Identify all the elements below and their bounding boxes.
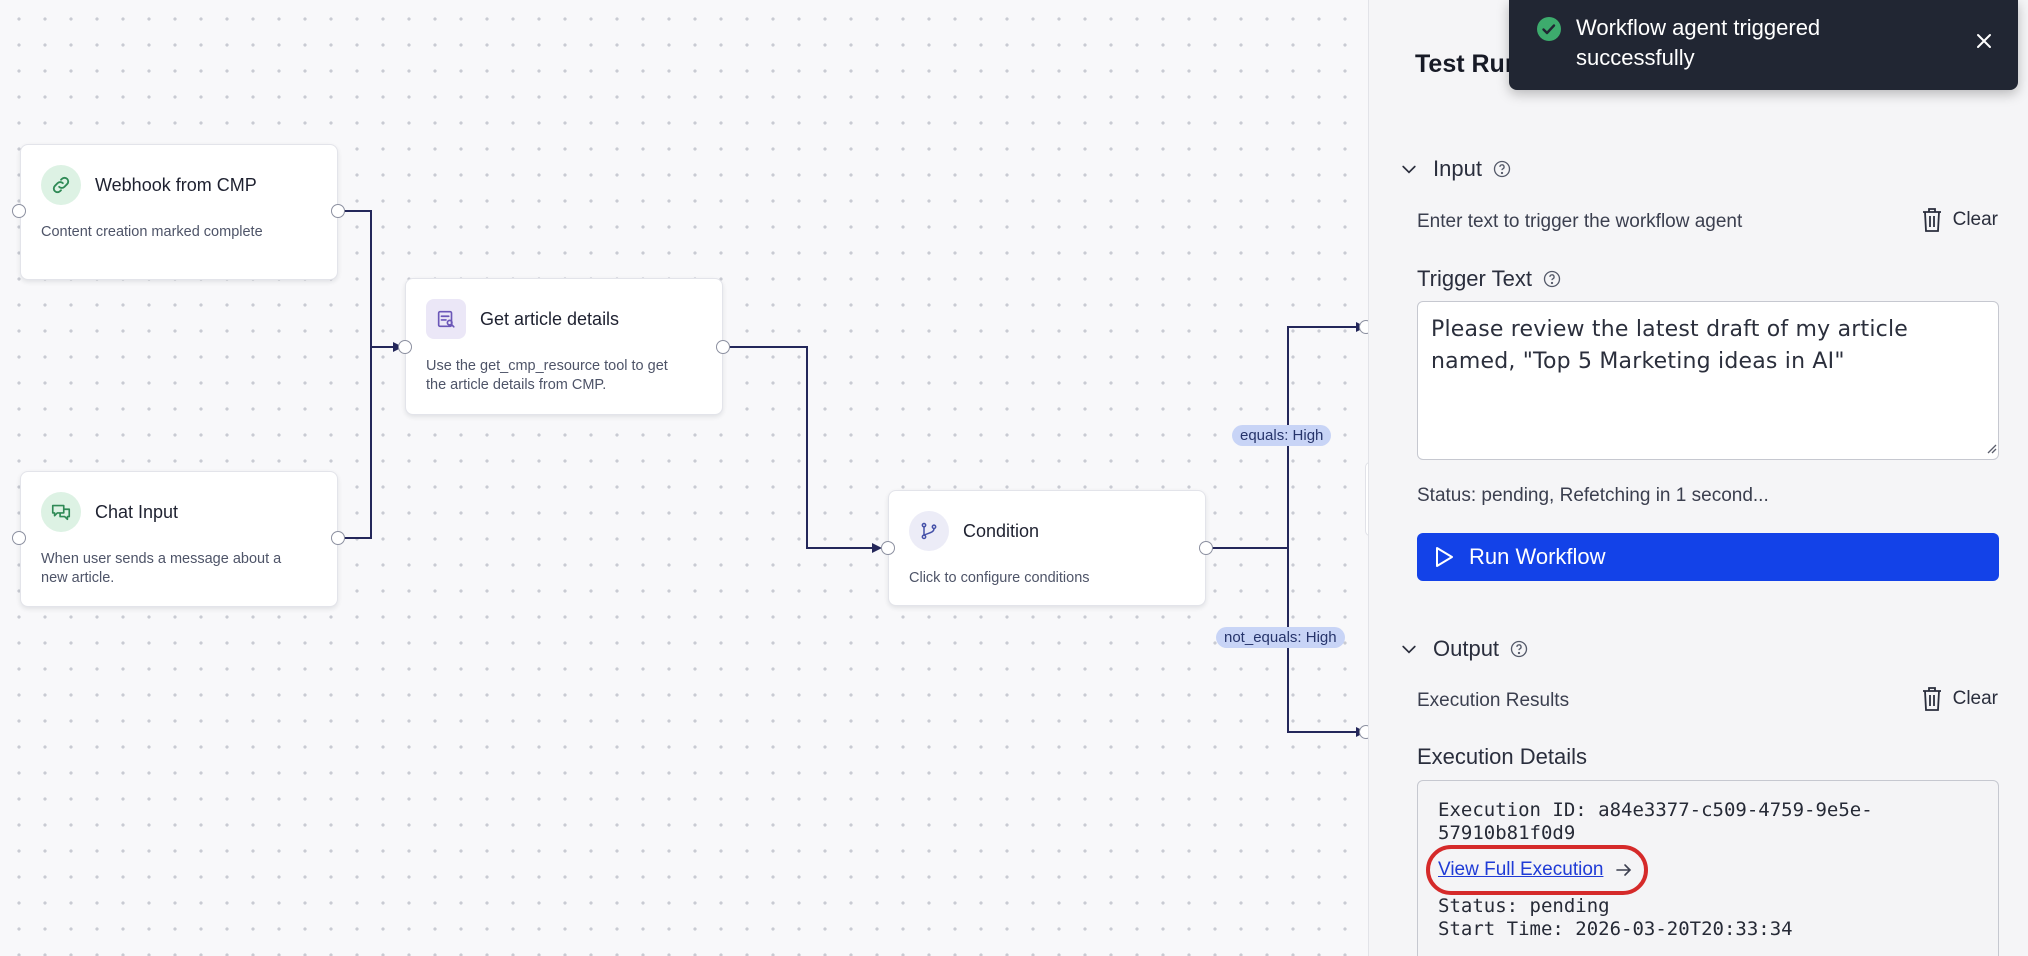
input-hint: Enter text to trigger the workflow agent <box>1417 211 1743 232</box>
workflow-canvas[interactable]: Webhook from CMP Content creation marked… <box>0 0 1368 956</box>
node-condition-title: Condition <box>963 520 1040 541</box>
view-full-execution-link[interactable]: View Full Execution <box>1438 859 1633 881</box>
port-chat-in[interactable] <box>12 531 26 545</box>
node-chat-title: Chat Input <box>95 501 179 522</box>
edge-condition-false <box>1287 548 1366 737</box>
port-condition-in[interactable] <box>881 541 895 555</box>
output-clear-label: Clear <box>1952 688 1998 709</box>
success-toast: Workflow agent triggered successfully <box>1509 0 2018 90</box>
resize-grip-icon[interactable] <box>1985 442 1997 454</box>
execution-id-line2: 57910b81f0d9 <box>1438 822 1576 844</box>
edge-article-condition <box>723 346 882 553</box>
panel-title: Test Run <box>1415 50 1521 78</box>
branch-icon <box>909 511 949 551</box>
view-full-execution-label: View Full Execution <box>1438 859 1604 880</box>
output-section-label: Output <box>1433 636 1500 661</box>
toast-message: Workflow agent triggered successfully <box>1576 15 1821 70</box>
help-icon[interactable] <box>1509 639 1529 659</box>
edge-webhook-article <box>337 210 403 352</box>
port-target-false-in[interactable] <box>1359 725 1368 739</box>
edge-label-equals[interactable]: equals: High <box>1232 425 1332 446</box>
output-section-toggle[interactable]: Output <box>1399 636 1529 662</box>
node-article-description-line1: Use the get_cmp_resource tool to get <box>426 358 668 374</box>
output-clear-button[interactable]: Clear <box>1921 686 1998 712</box>
highlight-annotation <box>1426 845 1648 895</box>
node-webhook-description: Content creation marked complete <box>41 224 263 240</box>
port-webhook-out[interactable] <box>331 204 345 218</box>
chevron-down-icon <box>1402 645 1416 654</box>
node-chat-description-line1: When user sends a message about a <box>41 551 282 567</box>
node-webhook-title: Webhook from CMP <box>95 174 257 195</box>
node-chat-description-line2: new article. <box>41 570 115 586</box>
execution-details-label: Execution Details <box>1417 744 1587 769</box>
port-article-in[interactable] <box>398 340 412 354</box>
node-condition[interactable]: Condition Click to configure conditions <box>888 490 1206 606</box>
node-article-description-line2: the article details from CMP. <box>426 377 607 393</box>
run-status-text: Status: pending, Refetching in 1 second.… <box>1417 485 1769 506</box>
execution-id-line1: Execution ID: a84e3377-c509-4759-9e5e- <box>1438 799 1873 821</box>
input-clear-button[interactable]: Clear <box>1921 207 1998 233</box>
test-run-panel: Test Run Input Enter text to trigger the… <box>1368 0 2028 956</box>
help-icon[interactable] <box>1492 159 1512 179</box>
trash-icon <box>1922 687 1941 711</box>
input-section-label: Input <box>1433 156 1482 181</box>
port-article-out[interactable] <box>716 340 730 354</box>
input-clear-label: Clear <box>1952 209 1998 230</box>
play-icon <box>1436 547 1453 567</box>
port-chat-out[interactable] <box>331 531 345 545</box>
input-section-toggle[interactable]: Input <box>1399 156 1512 182</box>
chevron-down-icon <box>1402 165 1416 174</box>
execution-results-label: Execution Results <box>1417 690 1570 711</box>
arrow-right-icon <box>1616 864 1632 876</box>
article-icon <box>426 299 466 339</box>
trigger-text-label: Trigger Text <box>1417 266 1532 291</box>
trigger-text-input[interactable]: Please review the latest draft of my art… <box>1417 301 1999 460</box>
execution-status-line: Status: pending <box>1438 895 1610 917</box>
edge-chat-article <box>337 347 372 539</box>
node-webhook[interactable]: Webhook from CMP Content creation marked… <box>20 144 338 280</box>
port-webhook-in[interactable] <box>12 204 26 218</box>
trigger-text-label-row: Trigger Text <box>1417 266 1562 292</box>
node-chat-input[interactable]: Chat Input When user sends a message abo… <box>20 471 338 607</box>
node-article-title: Get article details <box>480 308 620 329</box>
edge-label-not-equals[interactable]: not_equals: High <box>1216 627 1345 648</box>
chat-icon <box>41 492 81 532</box>
execution-details-box: Execution ID: a84e3377-c509-4759-9e5e- 5… <box>1417 780 1999 956</box>
node-get-article[interactable]: Get article details Use the get_cmp_reso… <box>405 278 723 415</box>
run-workflow-label: Run Workflow <box>1469 544 1606 569</box>
link-icon <box>41 165 81 205</box>
check-circle-icon <box>1537 17 1561 41</box>
execution-start-time-line: Start Time: 2026-03-20T20:33:34 <box>1438 918 1793 940</box>
help-icon[interactable] <box>1542 269 1562 289</box>
trash-icon <box>1922 208 1941 232</box>
close-icon[interactable] <box>1974 31 1994 51</box>
run-workflow-button[interactable]: Run Workflow <box>1417 533 1999 581</box>
port-target-true-in[interactable] <box>1359 320 1368 334</box>
port-condition-out[interactable] <box>1199 541 1213 555</box>
node-condition-description: Click to configure conditions <box>909 570 1090 586</box>
